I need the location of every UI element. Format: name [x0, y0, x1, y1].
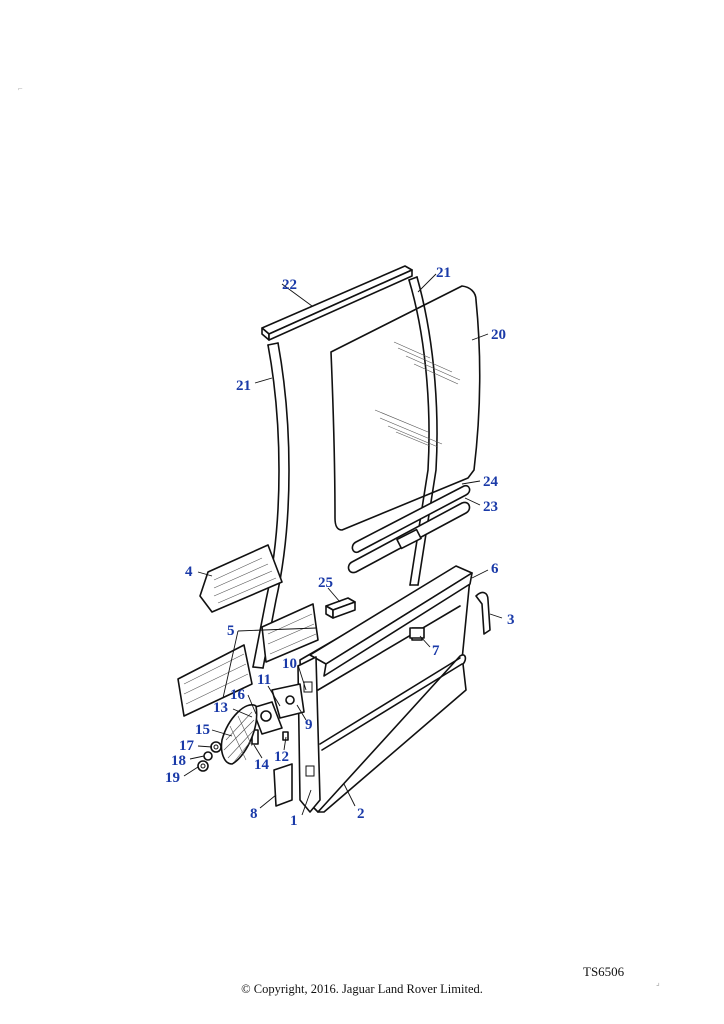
callout-19: 19: [165, 770, 180, 786]
callout-21-rear: 21: [436, 265, 451, 281]
part-glass-lower-channels: [347, 484, 471, 574]
callouts: 1 2 3 4 5 6 7 8 9 10 11 12 13 14 15 16 1…: [165, 265, 515, 829]
callout-22: 22: [282, 277, 297, 293]
callout-4: 4: [185, 564, 193, 580]
callout-9: 9: [305, 717, 313, 733]
part-plate: [273, 763, 293, 807]
part-top-channel: [261, 265, 413, 341]
callout-6: 6: [491, 561, 499, 577]
callout-21-front: 21: [236, 378, 251, 394]
corner-mark-bottom-right: ⌟: [656, 978, 660, 987]
callout-23: 23: [483, 499, 498, 515]
callout-12: 12: [274, 749, 289, 765]
callout-7: 7: [432, 643, 440, 659]
corner-mark-top-left: ⌐: [18, 84, 23, 93]
callout-11: 11: [257, 672, 271, 688]
callout-24: 24: [483, 474, 499, 490]
callout-2: 2: [357, 806, 365, 822]
part-glass-channel-rear: [408, 276, 438, 586]
leader-lines: [183, 273, 503, 816]
callout-13: 13: [213, 700, 228, 716]
part-seal: [475, 591, 491, 635]
part-washers-nut: [197, 741, 222, 772]
part-trim-pad-lower: [177, 603, 319, 717]
callout-1: 1: [290, 813, 298, 829]
callout-14: 14: [254, 757, 270, 773]
part-spacer-block: [325, 597, 356, 619]
callout-5: 5: [227, 623, 235, 639]
copyright-notice: © Copyright, 2016. Jaguar Land Rover Lim…: [241, 982, 483, 996]
callout-3: 3: [507, 612, 515, 628]
diagram-code: TS6506: [583, 964, 625, 979]
callout-17: 17: [179, 738, 195, 754]
callout-20: 20: [491, 327, 506, 343]
part-clip: [409, 627, 425, 639]
callout-8: 8: [250, 806, 258, 822]
callout-18: 18: [171, 753, 186, 769]
part-trim-pad-upper: [199, 544, 283, 613]
callout-16: 16: [230, 687, 246, 703]
part-door-glass: [330, 285, 481, 531]
callout-25: 25: [318, 575, 333, 591]
part-hinge-assembly: [251, 683, 305, 745]
callout-15: 15: [195, 722, 210, 738]
part-door-skin: [299, 565, 473, 813]
callout-10: 10: [282, 656, 297, 672]
part-door-shell: [297, 656, 321, 813]
